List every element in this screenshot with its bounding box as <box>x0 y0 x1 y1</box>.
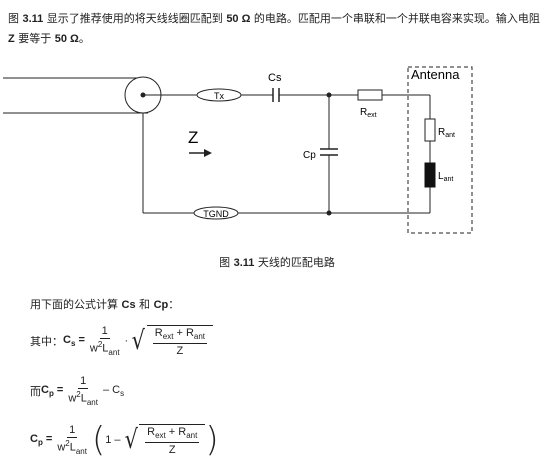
intro-paragraph: 图 3.11 显示了推荐使用的将天线线圈匹配到 50 Ω 的电路。匹配用一个串联… <box>8 12 540 45</box>
matching-circuit-diagram: Tx Cs Rext Antenna Rant Lant Cp TGND Z <box>3 66 473 234</box>
z-label: Z <box>188 128 198 147</box>
rext-resistor <box>357 89 383 101</box>
lant-label: Lant <box>438 171 453 183</box>
cs-label: Cs <box>268 72 282 84</box>
input-resistance-symbol: Z <box>8 33 15 45</box>
rant-label: Rant <box>438 127 455 139</box>
impedance-value: 50 Ω <box>226 13 251 25</box>
figure-ref: 3.11 <box>22 13 44 25</box>
tgnd-label: TGND <box>203 209 229 219</box>
equation-cs: 其中： Cs = 1 w2Lant · √ Rext + Rant Z <box>30 325 214 357</box>
formula-intro: 用下面的公式计算 Cs 和 Cp： <box>30 298 180 311</box>
z-arrow-icon <box>204 149 212 157</box>
equation-cp-expanded: Cp = 1 w2Lant ( 1 – √ Rext + Rant Z ) <box>30 420 219 460</box>
figure-caption: 图 3.11 天线的匹配电路 <box>219 256 335 269</box>
equation-cp: 而 Cp = 1 w2Lant – Cs <box>30 375 125 407</box>
rant-resistor <box>424 118 436 142</box>
cp-label: Cp <box>303 150 316 161</box>
lant-inductor <box>424 162 436 188</box>
antenna-label: Antenna <box>411 67 460 82</box>
rext-label: Rext <box>360 107 377 119</box>
impedance-value-2: 50 Ω <box>54 33 79 45</box>
tx-label: Tx <box>214 91 224 101</box>
antenna-box <box>407 66 473 234</box>
